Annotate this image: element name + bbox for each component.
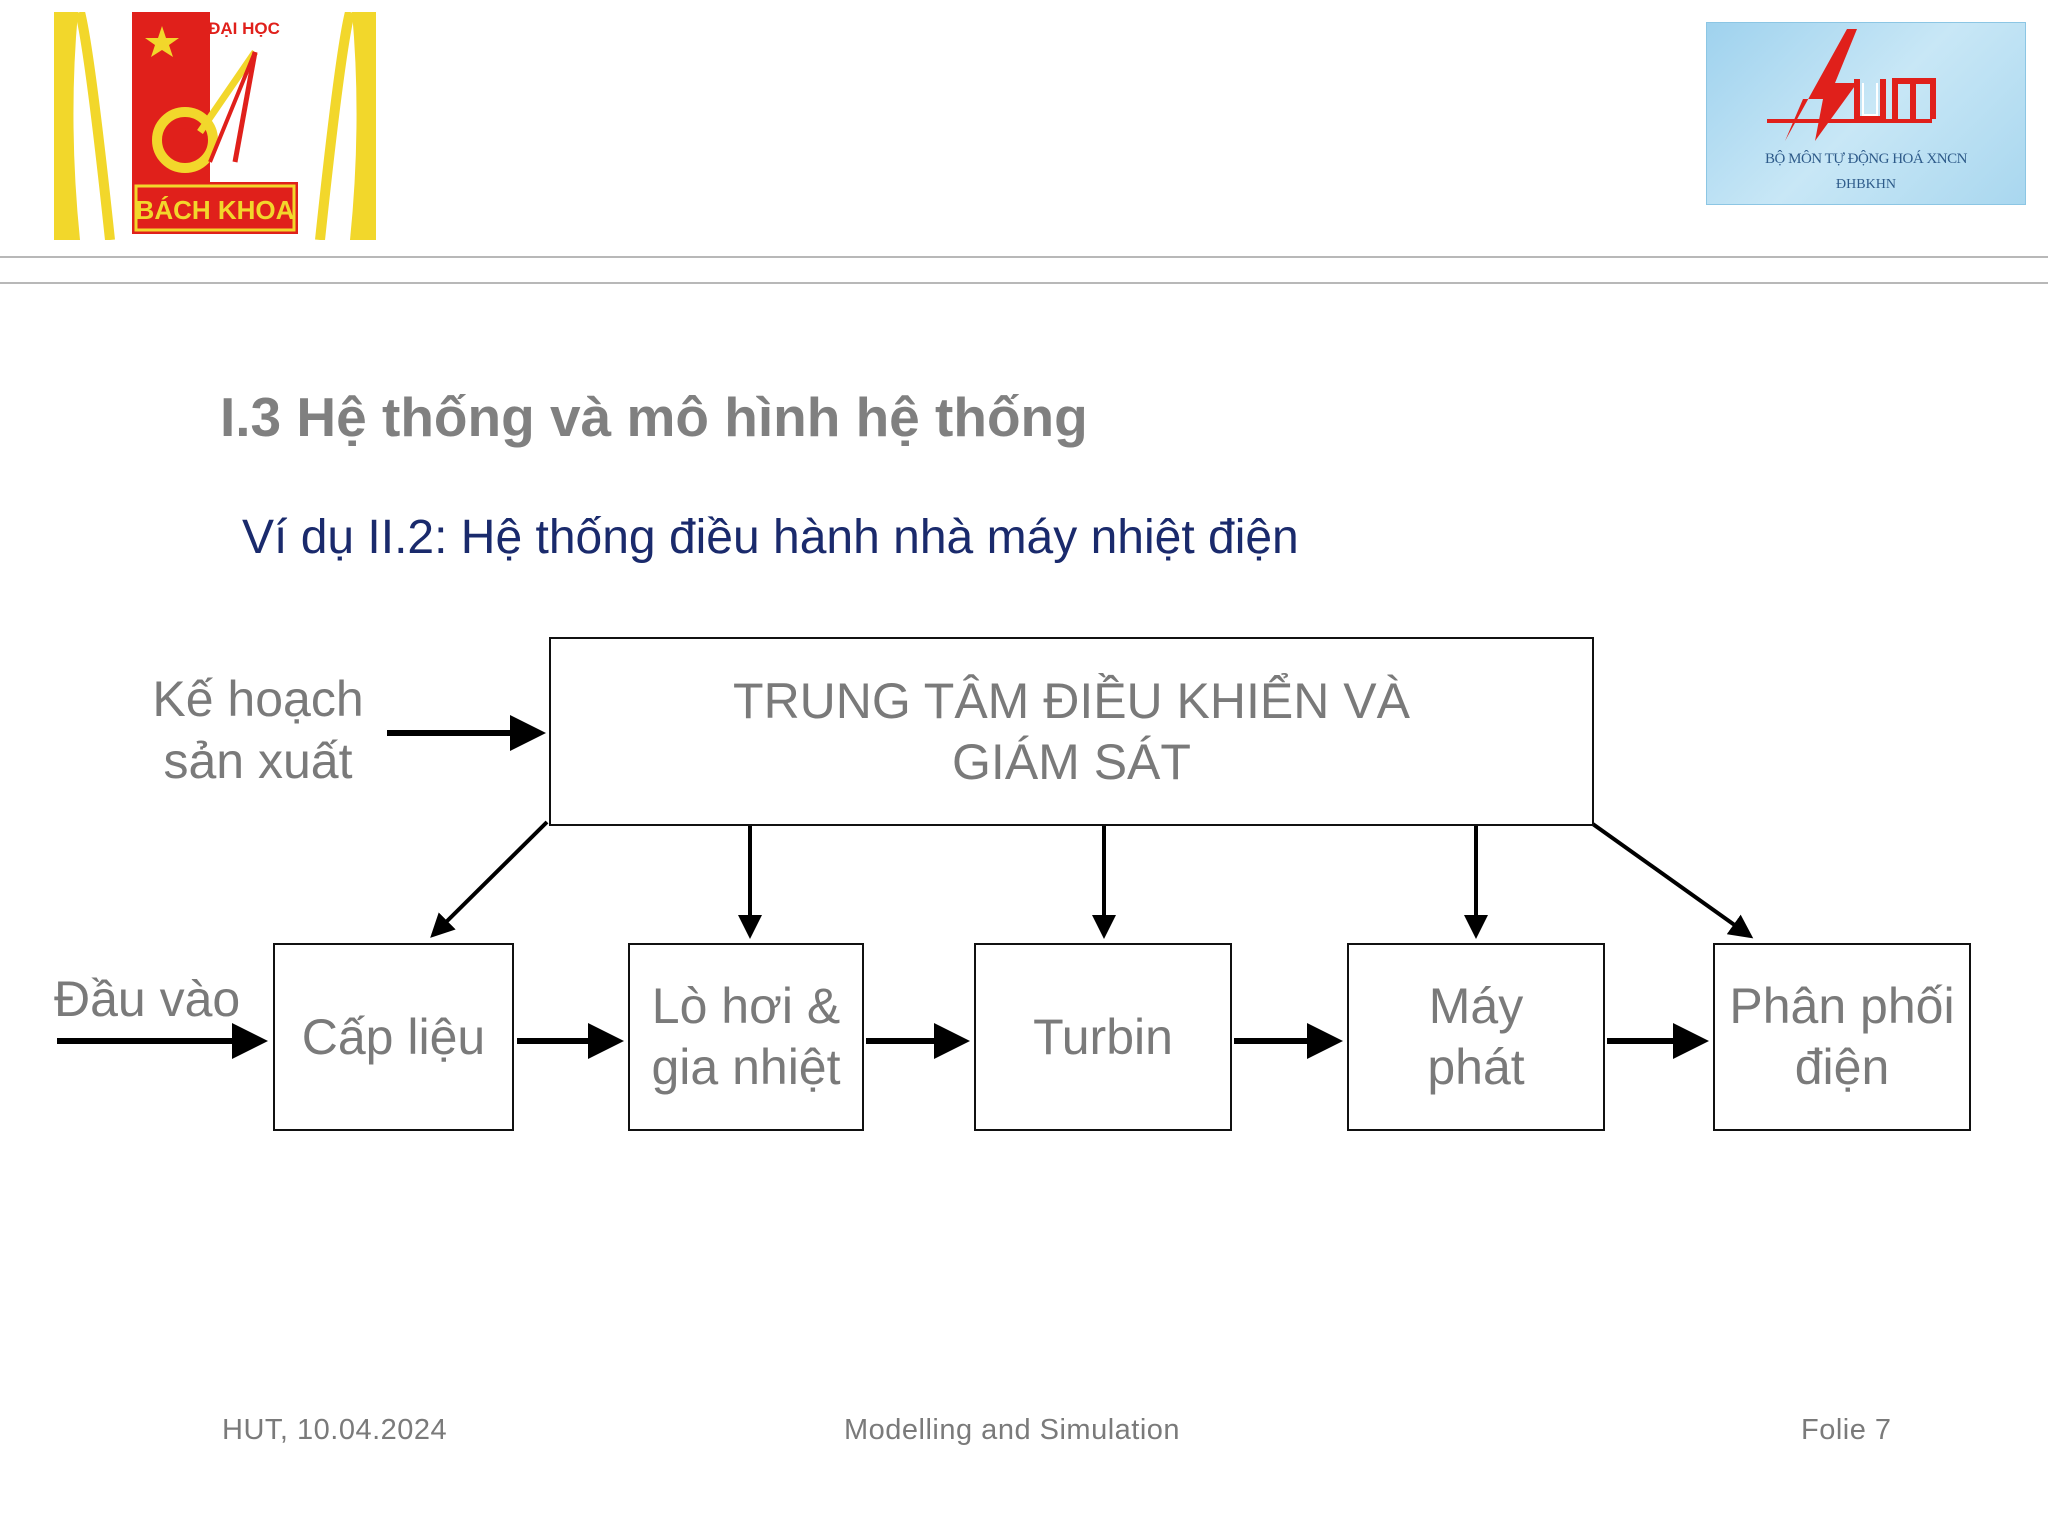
- block-lo-hoi-line2: gia nhiệt: [651, 1039, 841, 1095]
- block-phan-phoi-line1: Phân phối: [1729, 978, 1955, 1034]
- block-turbin: Turbin: [974, 943, 1232, 1131]
- footer-course: Modelling and Simulation: [844, 1414, 1181, 1446]
- block-cap-lieu-line1: Cấp liệu: [301, 1008, 486, 1065]
- block-phan-phoi-line2: điện: [1794, 1039, 1890, 1095]
- input-label: Đầu vào: [54, 971, 241, 1027]
- control-center-line2: GIÁM SÁT: [952, 733, 1191, 790]
- footer-page-number: Folie 7: [1801, 1414, 1892, 1446]
- block-turbin-line1: Turbin: [1033, 1008, 1173, 1065]
- block-may-phat: Máy phát: [1347, 943, 1605, 1131]
- block-may-phat-line1: Máy: [1428, 978, 1524, 1034]
- control-center-box: TRUNG TÂM ĐIỀU KHIỂN VÀ GIÁM SÁT: [549, 637, 1594, 826]
- logo-university-abbrev-text: ĐHBKHN: [1836, 177, 1896, 192]
- slide-title: I.3 Hệ thống và mô hình hệ thống: [220, 386, 1088, 448]
- block-lo-hoi-line1: Lò hơi &: [651, 978, 841, 1034]
- footer-date: HUT, 10.04.2024: [222, 1414, 448, 1446]
- control-center-line1: TRUNG TÂM ĐIỀU KHIỂN VÀ: [733, 672, 1410, 729]
- production-plan-label-line1: Kế hoạch: [152, 671, 364, 727]
- arrow-center-to-phan-phoi: [1588, 820, 1754, 939]
- production-plan-label: Kế hoạch sản xuất: [138, 668, 378, 792]
- bach-khoa-university-logo: ĐẠI HỌC BÁCH KHOA: [50, 10, 380, 241]
- block-cap-lieu: Cấp liệu: [273, 943, 514, 1131]
- arrow-center-to-cap-lieu: [430, 820, 549, 938]
- block-may-phat-line2: phát: [1427, 1039, 1525, 1095]
- logo-department-text: BỘ MÔN TỰ ĐỘNG HOÁ XNCN: [1765, 151, 1967, 167]
- header-divider-top: [0, 256, 2048, 258]
- svg-text:ĐẠI HỌC: ĐẠI HỌC: [208, 19, 280, 38]
- block-lo-hoi: Lò hơi & gia nhiệt: [628, 943, 864, 1131]
- header-divider-bottom: [0, 282, 2048, 284]
- production-plan-label-line2: sản xuất: [163, 733, 353, 789]
- svg-text:BÁCH KHOA: BÁCH KHOA: [136, 195, 295, 225]
- slide-subtitle: Ví dụ II.2: Hệ thống điều hành nhà máy n…: [242, 511, 1299, 564]
- automation-department-logo: BỘ MÔN TỰ ĐỘNG HOÁ XNCN ĐHBKHN: [1706, 22, 2026, 205]
- block-phan-phoi: Phân phối điện: [1713, 943, 1971, 1131]
